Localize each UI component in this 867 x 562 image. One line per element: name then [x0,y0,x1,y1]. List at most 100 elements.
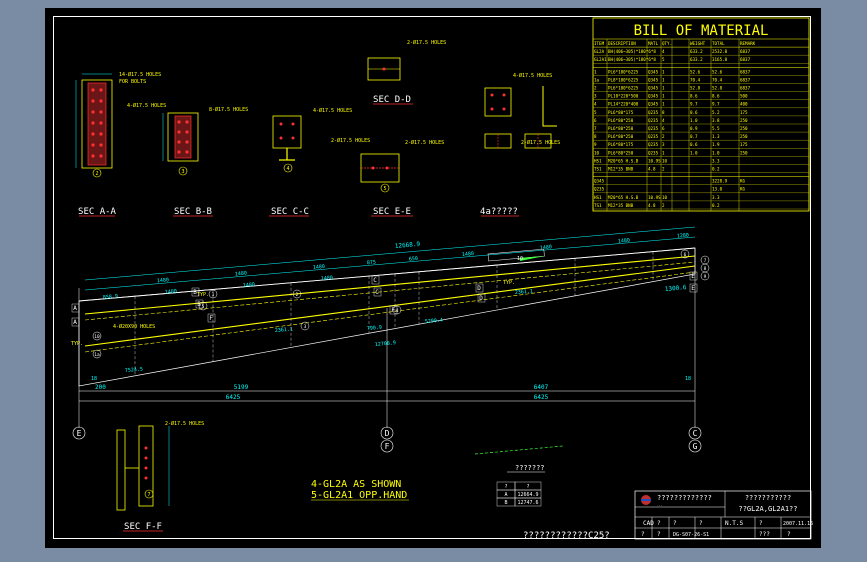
bom-cell: 0.6 [690,142,698,147]
section-tag: A [73,319,77,326]
svg-text:FOR BOLTS: FOR BOLTS [119,79,146,85]
bom-cell: Q235 [648,118,659,123]
bom-cell: 8.6 [712,94,720,99]
part-mark: 5 [202,304,205,310]
bom-cell: 3165.8 [712,57,728,62]
bom-cell: 1.0 [690,150,698,155]
length-table-cell: 12664.9 [517,492,538,498]
section-tag: E [691,285,695,292]
bottom-total-right: 6425 [534,394,549,401]
bom-cell: 6837 [740,86,751,91]
top-dim: 1480 [540,244,553,251]
tb-cell: ? [759,520,763,527]
section-d-d: 2-Ø17.5 HOLES SEC D-D [367,39,446,105]
mid-dim: 12708.9 [375,340,397,348]
bom-header: REMARK [740,41,756,46]
rafter-elevation: 12668.9 14801480148087565014801480148012… [71,226,710,453]
bom-cell: 9 [594,142,597,147]
svg-text:7: 7 [147,492,150,498]
top-dim: 875 [367,259,377,266]
top-dim: 1480 [235,271,248,278]
bom-cell: Q345 [648,77,659,82]
note-holes-14: 14-Ø17.5 HOLES [119,71,161,78]
bom-cell: TS1 [594,203,602,208]
bom-cell: 6837 [740,77,751,82]
part-mark: 7 [704,258,707,264]
section-d-d-label: SEC D-D [373,95,411,105]
bom-cell: TS1 [594,167,602,172]
bom-cell: 3 [594,94,597,99]
bom-cell: Q345 [648,69,659,74]
bom-cell: Q345 [648,94,659,99]
bom-cell: 1 [662,69,665,74]
left-dim: 1480 [243,282,256,289]
bom-cell: 5.2 [712,110,720,115]
typ-label-3: TYP. [71,341,83,347]
bom-cell: 1 [662,77,665,82]
bom-cell: GL2A1 [594,57,607,62]
bom-cell: 3228.9 [712,179,728,184]
edge-left-dim: 200 [95,384,106,391]
grid-d: D [385,429,390,438]
bom-cell: KG [740,187,746,192]
company-name: ????????????? [657,494,712,502]
bom-cell: PL14*220*400 [608,102,639,107]
tb-cell: ? [641,531,645,538]
caption-line-1: 4-GL2A AS SHOWN [311,479,401,490]
tb-cell: ? [657,520,661,527]
note-holes-4a: 4-Ø17.5 HOLES [127,102,166,109]
top-dim: 650 [409,256,419,263]
bom-cell: 8 [662,110,665,115]
bom-cell: M20*65 H.S.B [608,158,639,163]
bom-cell: 6837 [740,69,751,74]
bom-cell: 5 [662,57,665,62]
section-b-b: 8-Ø17.5 HOLES 4-Ø17.5 HOLES 3 SEC B-B [127,102,248,217]
bom-cell: M12*35 BNB [608,203,634,208]
bom-cell: 8.6 [690,94,698,99]
bom-cell: HS1 [594,158,602,163]
grid-e: E [77,429,82,438]
bom-cell: 250 [740,118,748,123]
length-table-cell: B [504,500,507,506]
bom-cell: 6 [662,126,665,131]
tb-scale: N.T.S [725,520,743,527]
bom-cell: 1 [662,86,665,91]
part-mark: 9 [704,274,707,280]
top-dim: 1280 [677,233,690,240]
bom-cell: PL8*180*6225 [608,77,639,82]
bom-cell: 2 [594,86,597,91]
mid-dim: 790.9 [367,325,383,332]
bom-header: TOTAL [712,41,725,46]
section-f-f: 2-Ø17.5 HOLES 7 SEC F-F [116,420,204,532]
bom-cell: 9.7 [712,102,720,107]
length-table-cell: 12747.6 [517,500,538,506]
bom-cell: 3.3 [712,195,720,200]
note-holes-f: 2-Ø17.5 HOLES [165,420,204,427]
bom-cell: 1.3 [712,134,720,139]
grid-c: C [693,429,698,438]
bom-cell: 9.7 [690,102,698,107]
note-holes-2a: 2-Ø17.5 HOLES [407,39,446,46]
grid-g: G [693,442,698,451]
mid-dim: 2361.1 [275,326,294,334]
mid-dim: 2361.1 [515,288,534,296]
section-b-b-label: SEC B-B [174,207,212,217]
bom-cell: 3.8 [712,118,720,123]
svg-text:3: 3 [181,169,184,175]
bom-cell: 4.8 [648,203,656,208]
bom-header: WEIGHT [690,41,706,46]
drawing-frame [53,16,811,539]
top-dim: 1480 [313,264,326,271]
section-c-c-label: SEC C-C [271,207,309,217]
top-dim: 1480 [462,251,475,258]
bom-cell: PL6*80*250 [608,134,634,139]
bom-cell: Q345 [648,102,659,107]
caption: 4-GL2A AS SHOWN 5-GL2A1 OPP.HAND [311,479,409,501]
bom-cell: 4.8 [648,167,656,172]
bom-cell: GL2A [594,49,605,54]
length-table-cell: A [504,492,507,498]
bom-cell: 52.8 [690,86,701,91]
svg-text:5: 5 [383,186,386,192]
bom-cell: BH(406~305)*180*6*8 [608,57,656,62]
